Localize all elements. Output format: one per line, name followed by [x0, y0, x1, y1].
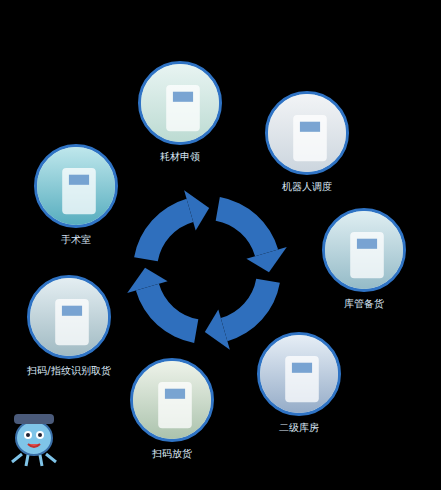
ring-arrowhead: [127, 268, 167, 293]
photo-circle: [34, 144, 118, 228]
step-label: 扫码/指纹识别取货: [3, 365, 135, 377]
process-step: 扫码/指纹识别取货: [3, 275, 135, 377]
photo-circle: [138, 61, 222, 145]
step-label: 库管备货: [298, 298, 430, 310]
photo-illustration: [325, 211, 406, 292]
step-label: 耗材申领: [114, 151, 246, 163]
photo-circle: [130, 358, 214, 442]
process-step: 耗材申领: [114, 61, 246, 163]
ring-arrowhead: [205, 309, 230, 349]
photo-illustration: [37, 147, 118, 228]
process-step: 库管备货: [298, 208, 430, 310]
ring-arrowhead: [184, 190, 209, 230]
process-step: 二级库房: [233, 332, 365, 434]
photo-illustration: [141, 64, 222, 145]
photo-illustration: [260, 335, 341, 416]
process-step: 手术室: [10, 144, 142, 246]
photo-circle: [27, 275, 111, 359]
photo-illustration: [133, 361, 214, 442]
step-label: 二级库房: [233, 422, 365, 434]
photo-circle: [257, 332, 341, 416]
photo-circle: [322, 208, 406, 292]
photo-circle: [265, 91, 349, 175]
mascot: [12, 414, 56, 466]
ring-arrowhead: [246, 247, 286, 272]
process-step: 机器人调度: [241, 91, 373, 193]
cycle-ring: [127, 190, 287, 350]
step-label: 扫码放货: [106, 448, 238, 460]
photo-illustration: [268, 94, 349, 175]
step-label: 手术室: [10, 234, 142, 246]
ring-segment: [136, 284, 198, 343]
ring-segment: [216, 197, 278, 256]
photo-illustration: [30, 278, 111, 359]
ring-segment: [134, 199, 193, 261]
ring-segment: [221, 279, 280, 341]
process-step: 扫码放货: [106, 358, 238, 460]
step-label: 机器人调度: [241, 181, 373, 193]
